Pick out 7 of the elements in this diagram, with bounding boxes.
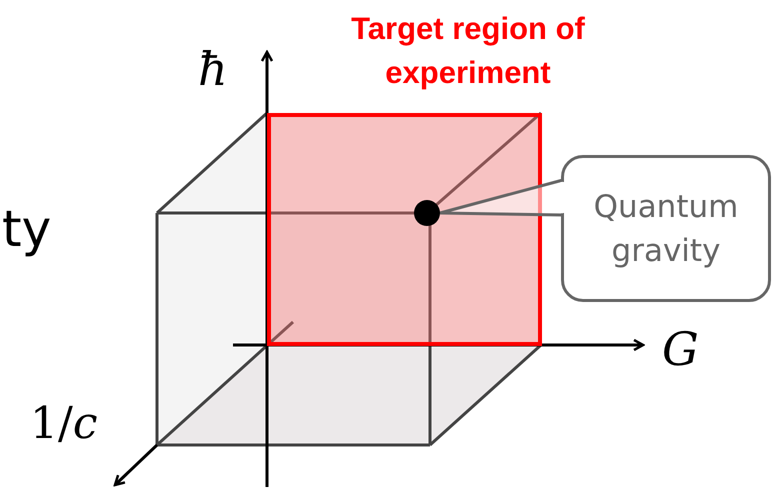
speech-bubble — [561, 155, 771, 302]
axis-label: ħ — [198, 42, 228, 96]
axis-label: 1/c — [30, 398, 98, 449]
axis-label: G — [662, 322, 699, 376]
region-heading: Target region of experiment — [350, 10, 586, 92]
bubble-text: Quantum gravity — [592, 188, 740, 270]
text-fragment: ty — [2, 200, 52, 258]
